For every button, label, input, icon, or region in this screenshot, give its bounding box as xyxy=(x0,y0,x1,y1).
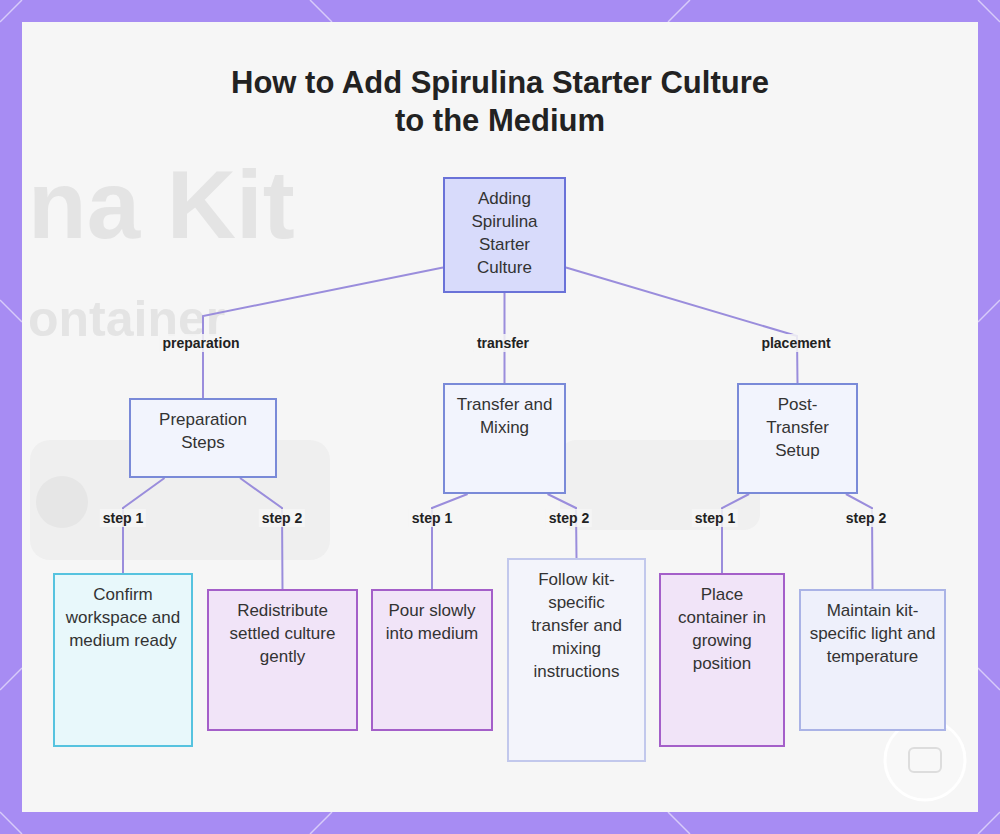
corner-line xyxy=(978,300,1000,322)
node-text: Follow kit-specific transfer and mixing … xyxy=(517,568,636,683)
edge-label: step 2 xyxy=(843,509,889,527)
step-box: Pour slowly into medium xyxy=(371,589,493,731)
connector-line xyxy=(203,267,443,398)
node-text: Pour slowly into medium xyxy=(381,599,483,645)
step-box: Place container in growing position xyxy=(659,573,785,747)
corner-line xyxy=(0,300,22,322)
node-text: Maintain kit-specific light and temperat… xyxy=(809,599,936,668)
connector-line xyxy=(722,494,749,573)
corner-line xyxy=(0,668,22,690)
corner-line xyxy=(978,812,1000,834)
logo-icon xyxy=(885,720,965,800)
logo-icon-mark xyxy=(909,748,941,772)
edge-label: preparation xyxy=(159,334,242,352)
edge-label: step 1 xyxy=(100,509,146,527)
node-text: Preparation Steps xyxy=(139,408,267,454)
edge-label: placement xyxy=(758,334,833,352)
root-box: Adding Spirulina Starter Culture xyxy=(443,177,566,293)
edge-label: step 2 xyxy=(546,509,592,527)
corner-line xyxy=(310,0,332,22)
node-text: Post-Transfer Setup xyxy=(747,393,848,462)
corner-line xyxy=(978,668,1000,690)
connector-line xyxy=(566,267,798,383)
corner-line xyxy=(310,812,332,834)
corner-line xyxy=(0,812,22,834)
edge-label: step 2 xyxy=(259,509,305,527)
node-text: Place container in growing position xyxy=(669,583,775,675)
content-panel xyxy=(22,22,978,812)
node-text: Adding Spirulina Starter Culture xyxy=(453,187,556,279)
blurred-background-shape xyxy=(36,476,88,528)
category-box: Post-Transfer Setup xyxy=(737,383,858,494)
edge-label: step 1 xyxy=(692,509,738,527)
category-box: Preparation Steps xyxy=(129,398,277,478)
step-box: Confirm workspace and medium ready xyxy=(53,573,193,747)
diagram-title: How to Add Spirulina Starter Culture to … xyxy=(220,64,780,140)
corner-line xyxy=(668,812,690,834)
node-text: Redistribute settled culture gently xyxy=(217,599,348,668)
node-text: Confirm workspace and medium ready xyxy=(63,583,183,652)
corner-line xyxy=(978,0,1000,22)
node-text: Transfer and Mixing xyxy=(453,393,556,439)
edge-label: transfer xyxy=(474,334,532,352)
step-box: Redistribute settled culture gently xyxy=(207,589,358,731)
category-box: Transfer and Mixing xyxy=(443,383,566,494)
watermark-text: na Kit xyxy=(28,150,295,260)
step-box: Follow kit-specific transfer and mixing … xyxy=(507,558,646,762)
step-box: Maintain kit-specific light and temperat… xyxy=(799,589,946,731)
edge-label: step 1 xyxy=(409,509,455,527)
corner-line xyxy=(0,0,22,22)
corner-line xyxy=(668,0,690,22)
connector-line xyxy=(240,478,283,589)
